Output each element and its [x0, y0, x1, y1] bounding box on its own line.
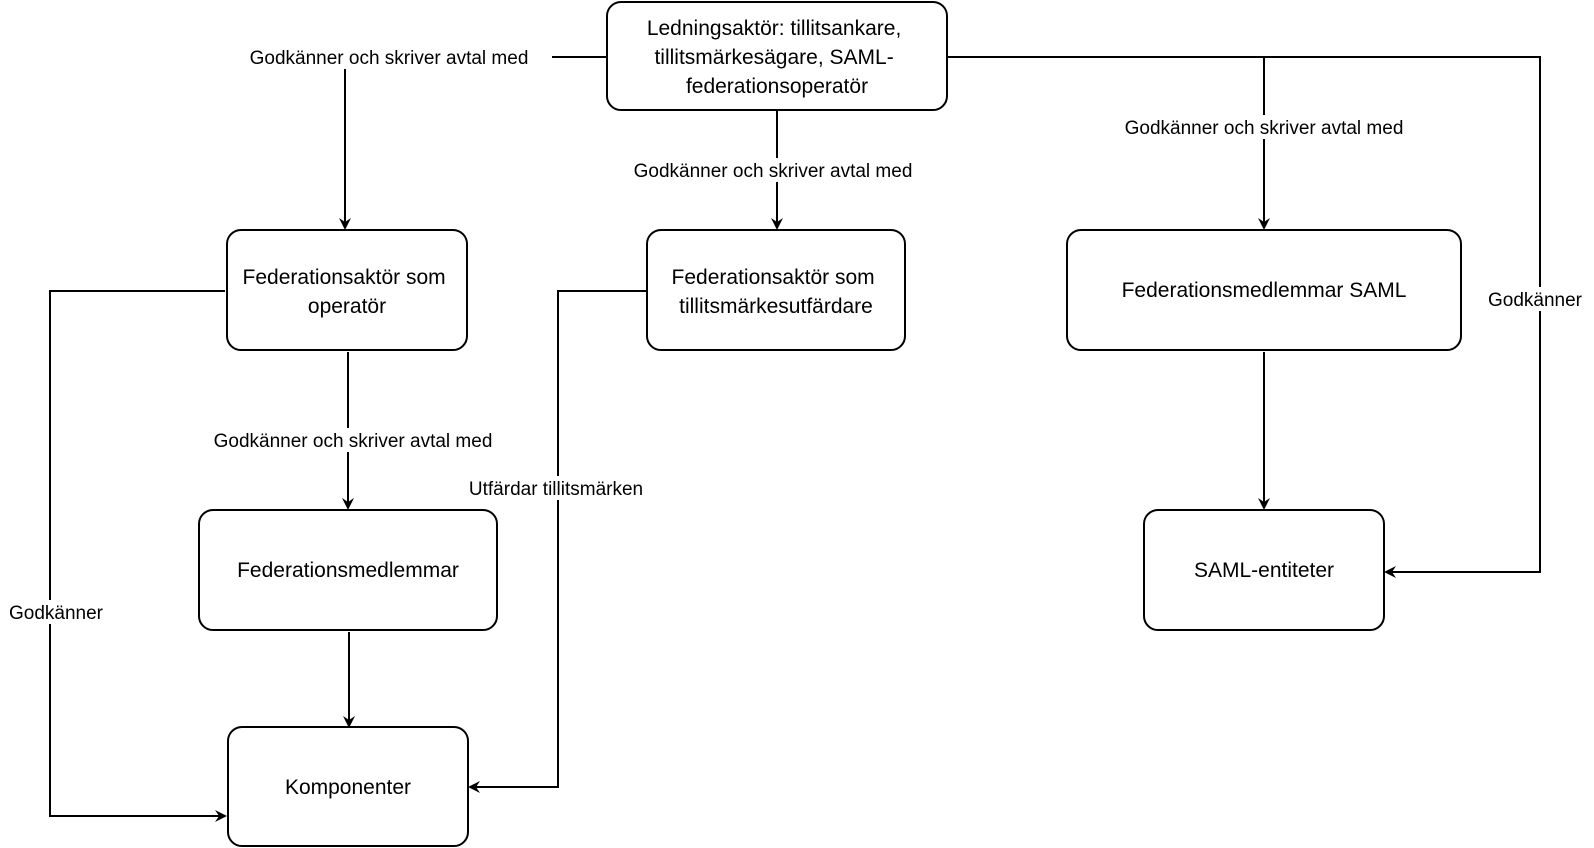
edge-operator-to-komponenter [49, 290, 227, 822]
node-federationsmedlemmar: Federationsmedlemmar [198, 509, 498, 631]
node-saml-entiteter: SAML-entiteter [1143, 509, 1385, 631]
label-ledning-to-operator: Godkänner och skriver avtal med [226, 45, 552, 69]
node-federationsmedlemmar-saml: Federationsmedlemmar SAML [1066, 229, 1462, 351]
node-federationsaktor-utfardare: Federationsaktör som tillitsmärkesutfärd… [646, 229, 906, 351]
node-operator-label: Federationsaktör som operatör [243, 266, 452, 318]
label-ledning-to-saml-entities: Godkänner [1488, 287, 1594, 311]
label-utfardare-to-komponenter: Utfärdar tillitsmärken [454, 476, 658, 500]
node-komponenter-label: Komponenter [285, 776, 411, 799]
edge-label-text: Godkänner och skriver avtal med [634, 161, 913, 182]
edge-utfardare-to-komponenter [468, 290, 647, 793]
edge-label-text: Godkänner [9, 603, 104, 624]
node-members-label: Federationsmedlemmar [237, 559, 459, 582]
edge-label-text: Godkänner och skriver avtal med [250, 48, 529, 69]
node-ledningsaktor: Ledningsaktör: tillitsankare, tillitsmär… [606, 1, 948, 111]
node-federationsaktor-operator: Federationsaktör som operatör [226, 229, 468, 351]
edge-label-text: Utfärdar tillitsmärken [469, 479, 643, 500]
edge-label-text: Godkänner [1488, 290, 1583, 311]
nodes: Ledningsaktör: tillitsankare, tillitsmär… [198, 1, 1462, 847]
edge-label-text: Godkänner och skriver avtal med [1125, 118, 1404, 139]
label-ledning-to-utfardare: Godkänner och skriver avtal med [610, 158, 936, 182]
node-utfardare-label: Federationsaktör som tillitsmärkesutfärd… [672, 266, 881, 318]
edge-labels: Godkänner och skriver avtal med Godkänne… [2, 45, 1594, 624]
node-komponenter: Komponenter [227, 726, 469, 847]
label-operator-to-members: Godkänner och skriver avtal med [190, 428, 516, 452]
edge-ledning-to-saml-members [947, 56, 1270, 230]
label-ledning-to-saml-members: Godkänner och skriver avtal med [1101, 115, 1427, 139]
node-saml-entities-label: SAML-entiteter [1194, 559, 1334, 582]
label-operator-to-komponenter: Godkänner [2, 600, 110, 624]
edge-ledning-to-saml-entities [1264, 56, 1541, 578]
edge-label-text: Godkänner och skriver avtal med [214, 431, 493, 452]
node-ledningsaktor-label: Ledningsaktör: tillitsankare, tillitsmär… [647, 17, 907, 98]
edge-ledning-to-operator [339, 56, 607, 230]
node-saml-members-label: Federationsmedlemmar SAML [1122, 279, 1407, 302]
